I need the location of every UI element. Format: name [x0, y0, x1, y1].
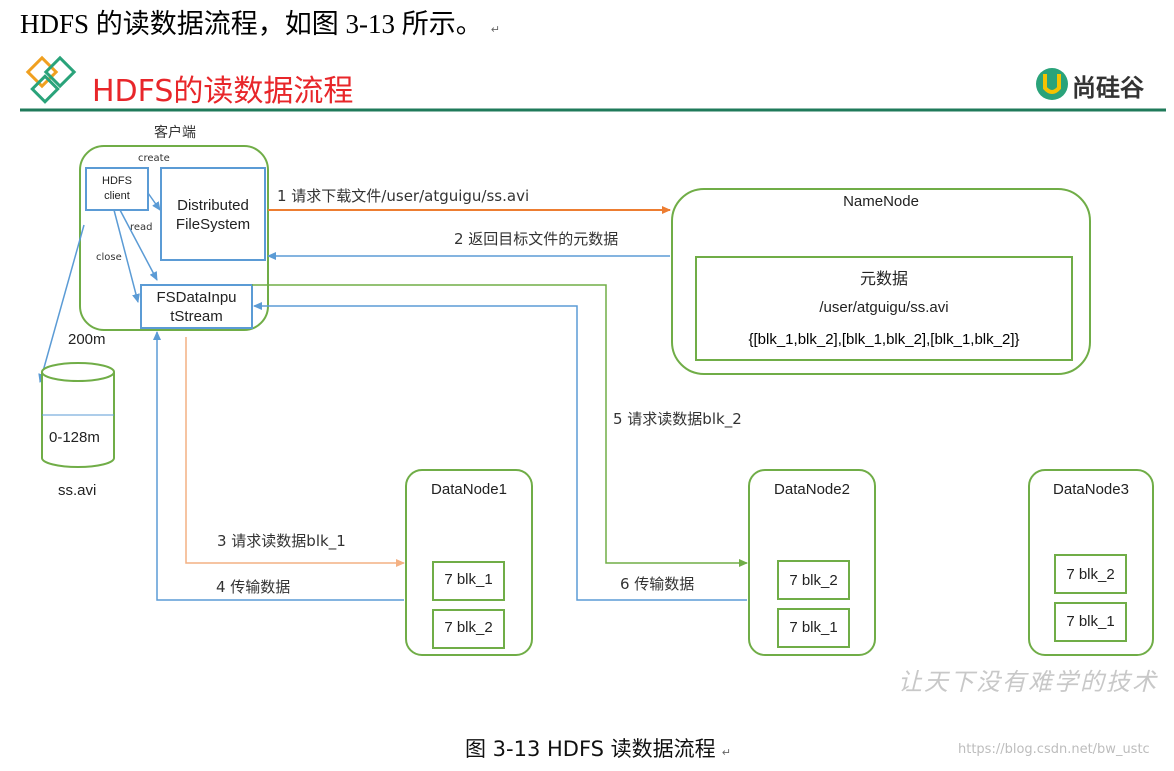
datanode1-block1-box: [432, 561, 505, 601]
read-label: read: [130, 222, 153, 233]
metadata-box: [695, 256, 1073, 361]
header-logo-icon: [25, 55, 77, 104]
step4-arrow: [153, 331, 404, 601]
step3-label: 3 请求读数据blk_1: [217, 532, 346, 550]
datanode3-box: [1028, 469, 1154, 656]
caption-paragraph-mark: ↵: [721, 746, 731, 759]
step5-arrow: [252, 284, 748, 567]
close-arrow: [113, 209, 140, 303]
namenode-box: [671, 188, 1091, 375]
distributed-filesystem-box: [160, 167, 266, 261]
file-cylinder: [41, 362, 115, 468]
datanode2-box: [748, 469, 876, 656]
namenode-title: NameNode: [843, 193, 919, 210]
step5-label: 5 请求读数据blk_2: [613, 410, 742, 428]
create-arrow: [147, 192, 161, 211]
file-name-label: ss.avi: [58, 482, 97, 499]
datanode1-block2: 7 blk_2: [444, 619, 493, 636]
fsdatainputstream-box: [140, 284, 253, 329]
step3-arrow: [185, 337, 405, 567]
metadata-title: 元数据: [859, 269, 908, 288]
paragraph-mark: ↵: [490, 23, 500, 36]
intro-text: HDFS 的读数据流程，如图 3-13 所示。↵: [20, 9, 500, 39]
step4-label: 4 传输数据: [216, 578, 291, 596]
brand-logo-icon: [1036, 68, 1068, 100]
source-watermark: https://blog.csdn.net/bw_ustc: [958, 742, 1150, 757]
datanode1-title: DataNode1: [431, 481, 507, 498]
datanode1-block2-box: [432, 609, 505, 649]
datanode3-block2: 7 blk_1: [1066, 613, 1115, 630]
datanode2-block1-box: [777, 560, 850, 600]
metadata-path: /user/atguigu/ss.avi: [819, 299, 949, 316]
slide-title: HDFS的读数据流程: [92, 74, 354, 109]
file-size-label: 200m: [68, 331, 106, 348]
datanode1-block1: 7 blk_1: [444, 571, 493, 588]
step6-arrow: [253, 302, 747, 601]
step1-label: 1 请求下载文件/user/atguigu/ss.avi: [277, 187, 530, 205]
datanode3-title: DataNode3: [1053, 481, 1129, 498]
figure-caption: 图 3-13 HDFS 读数据流程↵: [465, 737, 731, 761]
datanode3-block2-box: [1054, 602, 1127, 642]
step6-label: 6 传输数据: [620, 575, 695, 593]
datanode3-block1: 7 blk_2: [1066, 566, 1115, 583]
slogan-text: 让天下没有难学的技术: [898, 668, 1158, 696]
client-label: 客户端: [154, 125, 196, 141]
datanode2-title: DataNode2: [774, 481, 850, 498]
file-segment-label: 0-128m: [49, 429, 100, 446]
datanode2-block1: 7 blk_2: [789, 572, 838, 589]
hdfs-client-box: [85, 167, 149, 211]
brand-text: 尚硅谷: [1072, 74, 1144, 102]
datanode2-block2: 7 blk_1: [789, 619, 838, 636]
close-label: close: [96, 252, 122, 263]
datanode1-box: [405, 469, 533, 656]
create-label: create: [138, 153, 170, 164]
datanode3-block1-box: [1054, 554, 1127, 594]
client-to-file-arrow: [38, 224, 85, 383]
step2-label: 2 返回目标文件的元数据: [454, 230, 619, 248]
read-arrow: [119, 209, 158, 281]
datanode2-block2-box: [777, 608, 850, 648]
metadata-blocks: {[blk_1,blk_2],[blk_1,blk_2],[blk_1,blk_…: [748, 331, 1020, 348]
